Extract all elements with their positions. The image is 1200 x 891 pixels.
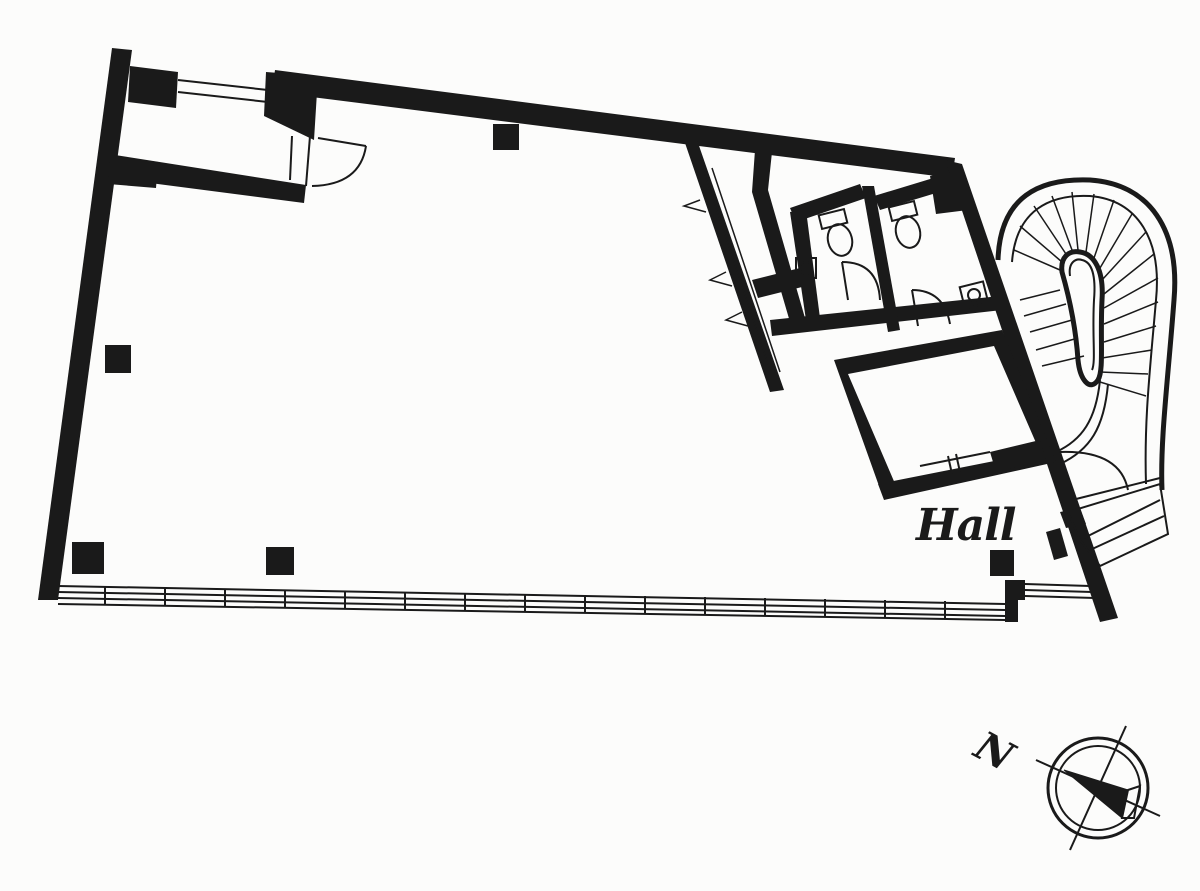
hall-window: [1024, 583, 1096, 599]
north-arrow-icon: [1063, 769, 1129, 819]
compass-outer-ring: [1046, 736, 1150, 840]
south-glazing-mullions: [104, 587, 946, 618]
exterior-walls: [38, 48, 1118, 622]
corridor-lines: [699, 159, 781, 373]
corridor-marks: [681, 199, 749, 327]
toilet-walls: [790, 170, 968, 332]
columns: [72, 124, 1014, 576]
toilet-fixtures: [795, 199, 990, 327]
elevator-door: [919, 451, 991, 475]
hall-walls: [1046, 508, 1086, 560]
south-glazing: [57, 585, 1006, 621]
spiral-stair: [995, 177, 1178, 491]
hall-door: [1059, 450, 1170, 568]
south-east-corner: [1005, 580, 1025, 622]
entrance-door: [289, 135, 367, 187]
hall-label: Hall: [916, 500, 1017, 551]
elevator-door-frame: [990, 440, 1046, 472]
north-window: [177, 79, 269, 103]
compass: [1035, 725, 1161, 851]
